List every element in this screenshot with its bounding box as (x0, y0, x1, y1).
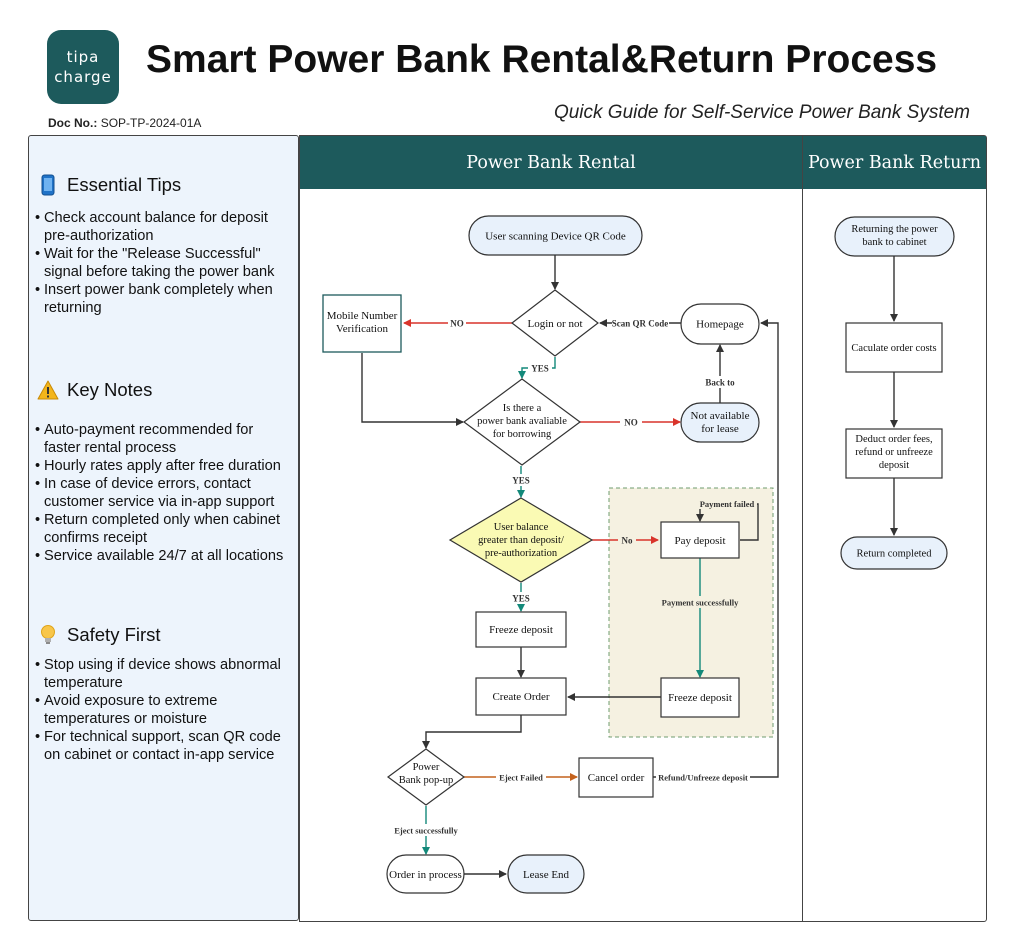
edge-label-no: No (622, 536, 633, 546)
node-return-completed (840, 536, 948, 570)
node-label: Homepage (696, 319, 744, 331)
node-pay-deposit (660, 521, 740, 559)
node-label: Freeze deposit (668, 692, 732, 704)
node-label: Power (413, 762, 440, 773)
return-column-header: Power Bank Return (803, 136, 986, 189)
node-label: Cancel order (588, 772, 645, 784)
node-lease-end (507, 854, 585, 894)
list-item: Return completed only when cabinet confi… (35, 511, 292, 547)
doc-value: SOP-TP-2024-01A (100, 116, 202, 130)
edge-label-eject-success: Eject successfully (394, 826, 458, 836)
essential-tips-title: Essential Tips (67, 174, 182, 195)
edge-label-no: NO (450, 319, 464, 329)
edge-label-refund: Refund/Unfreeze deposit (658, 773, 748, 783)
connector-payment-failed (696, 503, 759, 541)
edge-label-yes: YES (512, 594, 530, 604)
node-freeze-deposit-paid (660, 677, 740, 718)
edge-label-yes: YES (531, 364, 549, 374)
node-label: Verification (336, 323, 388, 335)
node-label: User balance (494, 522, 549, 533)
node-label: Mobile Number (327, 310, 398, 322)
node-label: Freeze deposit (489, 624, 553, 636)
logo: tipa charge (47, 30, 119, 104)
node-label: User scanning Device QR Code (485, 231, 626, 243)
node-label: for lease (701, 423, 739, 435)
node-calculate-costs (845, 322, 943, 373)
lightbulb-icon (37, 624, 59, 646)
phone-icon (37, 174, 59, 196)
edge-label-back-to: Back to (705, 378, 735, 388)
safety-first-heading: Safety First (37, 624, 161, 646)
node-label: refund or unfreeze (855, 447, 933, 458)
node-label: Pay deposit (674, 535, 725, 547)
node-label: Caculate order costs (851, 343, 936, 354)
node-order-in-process (386, 854, 465, 894)
edge-label-scan-qr: Scan QR Code (612, 319, 669, 329)
doc-label: Doc No.: (48, 116, 98, 130)
node-label: greater than deposit/ (478, 535, 564, 546)
edge-label-yes: YES (512, 476, 530, 486)
list-item: Auto-payment recommended for faster rent… (35, 421, 292, 457)
warning-icon (37, 379, 59, 401)
edge-label-payment-failed: Payment failed (700, 499, 755, 509)
node-balance-decision (448, 497, 594, 583)
tips-panel: Essential Tips Check account balance for… (28, 135, 299, 921)
node-label: Login or not (528, 318, 583, 330)
node-freeze-deposit (475, 611, 567, 648)
connector-mobile-available (361, 353, 464, 426)
node-label: power bank avaliable (477, 416, 567, 427)
logo-line1: tipa (66, 48, 100, 66)
node-label: Lease End (523, 869, 570, 881)
node-label: pre-authorization (485, 548, 558, 559)
node-label: bank to cabinet (862, 237, 926, 248)
node-mobile-verification (322, 294, 402, 353)
key-notes-heading: Key Notes (37, 379, 152, 401)
node-not-available (680, 402, 760, 443)
safety-first-title: Safety First (67, 624, 161, 645)
node-label: Create Order (492, 691, 549, 703)
doc-number: Doc No.: SOP-TP-2024-01A (48, 116, 201, 130)
node-cancel-order (578, 757, 654, 798)
node-popup-decision (386, 748, 466, 806)
essential-tips-heading: Essential Tips (37, 174, 181, 196)
node-available-decision (462, 378, 582, 466)
list-item: Hourly rates apply after free duration (35, 457, 292, 475)
list-item: Wait for the "Release Successful" signal… (35, 245, 292, 281)
list-item: Check account balance for deposit pre-au… (35, 209, 292, 245)
connector-create-popup (422, 715, 522, 749)
page-title: Smart Power Bank Rental&Return Process (146, 38, 938, 81)
page-subtitle: Quick Guide for Self-Service Power Bank … (553, 102, 970, 123)
list-item: In case of device errors, contact custom… (35, 475, 292, 511)
node-deduct-fees (845, 428, 943, 479)
essential-tips-list: Check account balance for deposit pre-au… (35, 209, 292, 317)
node-label: Order in process (389, 869, 462, 881)
safety-first-list: Stop using if device shows abnormal temp… (35, 656, 292, 764)
edge-label-payment-success: Payment successfully (662, 598, 739, 608)
node-user-scanning (468, 215, 643, 256)
node-label: Not available (691, 410, 750, 422)
key-notes-title: Key Notes (67, 379, 153, 400)
node-label: deposit (879, 460, 909, 471)
edge-label-eject-failed: Eject Failed (499, 773, 543, 783)
list-item: For technical support, scan QR code on c… (35, 728, 292, 764)
list-item: Insert power bank completely when return… (35, 281, 292, 317)
node-login-decision (511, 289, 599, 357)
node-create-order (475, 677, 567, 716)
logo-line2: charge (54, 68, 112, 86)
node-label: Bank pop-up (399, 775, 454, 786)
node-label: for borrowing (493, 429, 552, 440)
node-label: Deduct order fees, (855, 434, 932, 445)
node-homepage (680, 303, 760, 345)
node-label: Returning the power (851, 224, 938, 235)
edge-label-no: NO (624, 418, 638, 428)
list-item: Stop using if device shows abnormal temp… (35, 656, 292, 692)
list-item: Avoid exposure to extreme temperatures o… (35, 692, 292, 728)
node-label: Is there a (503, 403, 542, 414)
node-returning (834, 216, 955, 257)
node-label: Return completed (857, 549, 933, 560)
list-item: Service available 24/7 at all locations (35, 547, 292, 565)
key-notes-list: Auto-payment recommended for faster rent… (35, 421, 292, 565)
rental-column-header: Power Bank Rental (300, 136, 802, 189)
